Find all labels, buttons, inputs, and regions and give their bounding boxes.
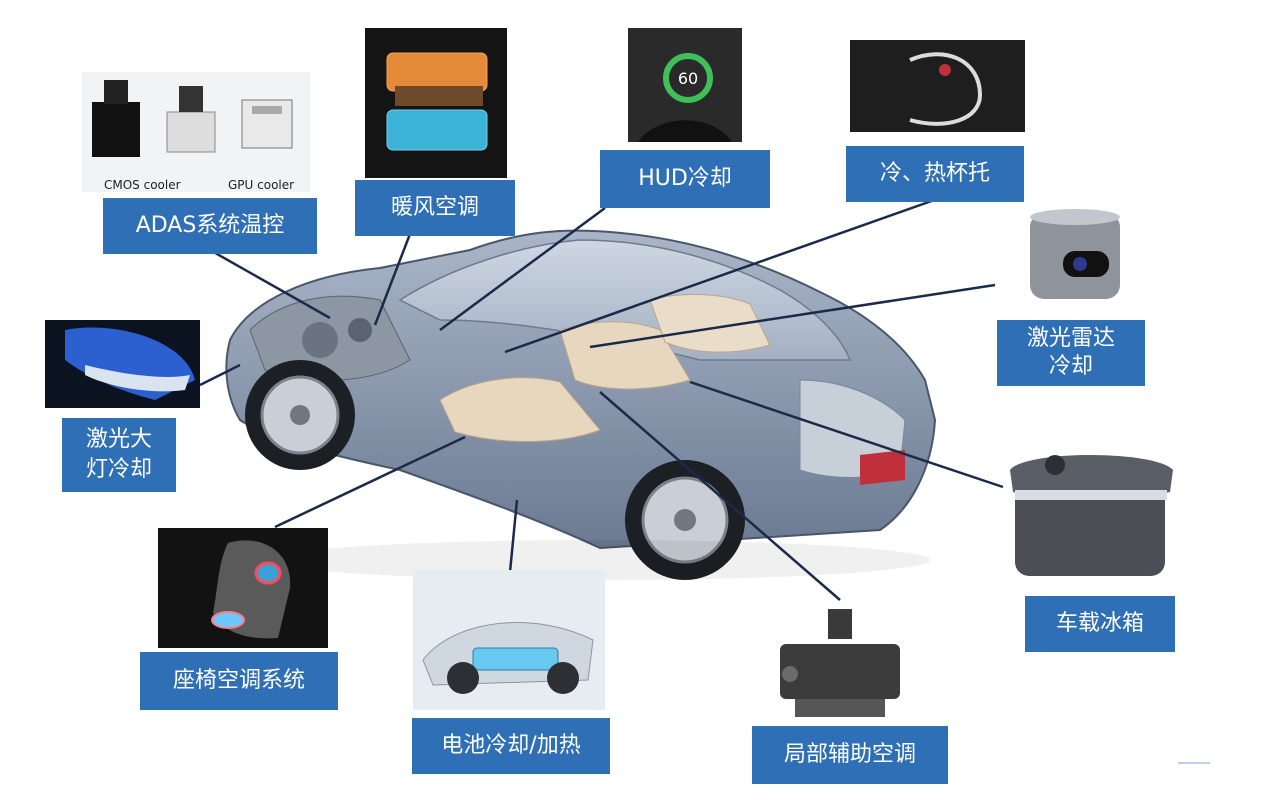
label-warm-air: 暖风空调 xyxy=(355,180,515,236)
cup-holder-icon xyxy=(850,40,1025,132)
footer-mark xyxy=(1178,762,1210,764)
leader-line-headlight xyxy=(199,363,241,387)
label-adas: ADAS系统温控 xyxy=(103,198,317,254)
label-battery: 电池冷却/加热 xyxy=(412,718,610,774)
label-cup-holder: 冷、热杯托 xyxy=(846,146,1024,202)
local-ac-image xyxy=(770,604,910,724)
leader-line-cup-holder xyxy=(504,196,941,354)
label-local-ac: 局部辅助空调 xyxy=(752,726,948,784)
warm-air-image xyxy=(365,28,507,178)
headlight-image xyxy=(45,320,200,408)
fridge-image xyxy=(1005,430,1177,588)
cmos-caption: CMOS cooler xyxy=(104,178,181,192)
leader-line-hud xyxy=(439,206,606,332)
battery-image xyxy=(413,570,605,710)
leader-line-battery xyxy=(508,499,519,573)
leader-line-adas xyxy=(209,248,331,320)
heat-exchanger-icon xyxy=(386,52,488,151)
climate-seat-icon xyxy=(158,528,328,648)
cooler-modules-icon xyxy=(92,80,293,157)
lidar-image xyxy=(1025,205,1125,305)
gpu-caption: GPU cooler xyxy=(228,178,295,192)
hud-image: 60 xyxy=(628,28,742,142)
lidar-sensor-icon xyxy=(1030,209,1120,299)
auxiliary-ac-unit-icon xyxy=(780,609,900,717)
battery-chassis-icon xyxy=(422,622,594,694)
seat-image xyxy=(158,528,328,648)
label-fridge: 车载冰箱 xyxy=(1025,596,1175,652)
label-lidar: 激光雷达 冷却 xyxy=(997,320,1145,386)
car-fridge-icon xyxy=(1010,455,1173,576)
svg-text:60: 60 xyxy=(678,69,698,88)
leader-line-fridge xyxy=(689,380,1004,489)
label-seat: 座椅空调系统 xyxy=(140,652,338,710)
adas-image xyxy=(82,72,310,192)
label-headlight: 激光大 灯冷却 xyxy=(62,418,176,492)
leader-line-warm-air xyxy=(373,233,412,326)
hud-dashboard-icon: 60 xyxy=(628,28,742,142)
cup-holder-image xyxy=(850,40,1025,132)
laser-headlight-icon xyxy=(45,320,200,408)
leader-line-lidar xyxy=(589,283,996,349)
leader-line-seat xyxy=(274,435,466,529)
leader-line-local-ac xyxy=(599,391,841,601)
label-hud: HUD冷却 xyxy=(600,150,770,208)
